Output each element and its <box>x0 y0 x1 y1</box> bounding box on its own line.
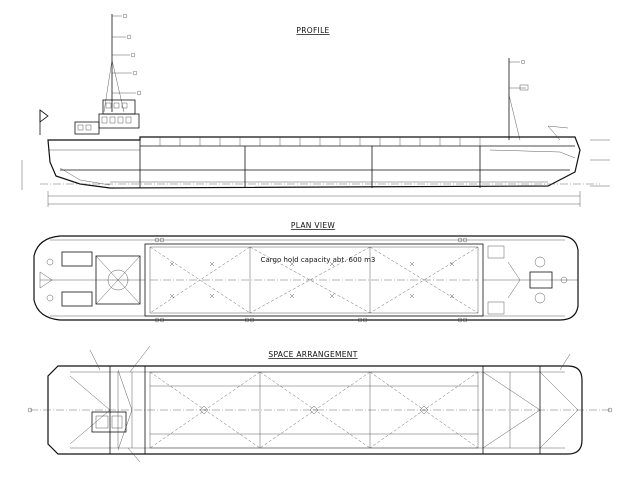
profile-dimensions <box>21 139 610 207</box>
ballast-tanks <box>149 371 479 449</box>
plan-deck-outline <box>33 235 579 321</box>
aft-deck-equipment <box>39 251 145 307</box>
bollards <box>154 237 468 323</box>
forward-mast <box>103 13 142 113</box>
cargo-hold <box>144 243 484 317</box>
wheelhouse <box>39 99 140 135</box>
profile-view: PROFILE <box>21 13 610 207</box>
profile-hull <box>47 125 581 189</box>
space-hull-outline <box>47 365 583 455</box>
fore-deck-equipment <box>483 245 578 315</box>
space-arrangement-view: SPACE ARRANGEMENT <box>27 345 613 463</box>
engine-room <box>69 369 133 451</box>
plan-view: PLAN VIEW Cargo hold capacity abt. 600 m… <box>33 221 579 323</box>
space-arrangement-title: SPACE ARRANGEMENT <box>268 350 357 359</box>
bulwark-stanchions <box>159 137 481 146</box>
aft-mast <box>508 58 529 141</box>
profile-title: PROFILE <box>296 26 329 35</box>
cargo-hold-capacity-note: Cargo hold capacity abt. 600 m3 <box>261 256 376 264</box>
plan-title: PLAN VIEW <box>291 221 335 230</box>
fore-peak <box>482 371 579 449</box>
callout-leaders <box>89 345 571 463</box>
